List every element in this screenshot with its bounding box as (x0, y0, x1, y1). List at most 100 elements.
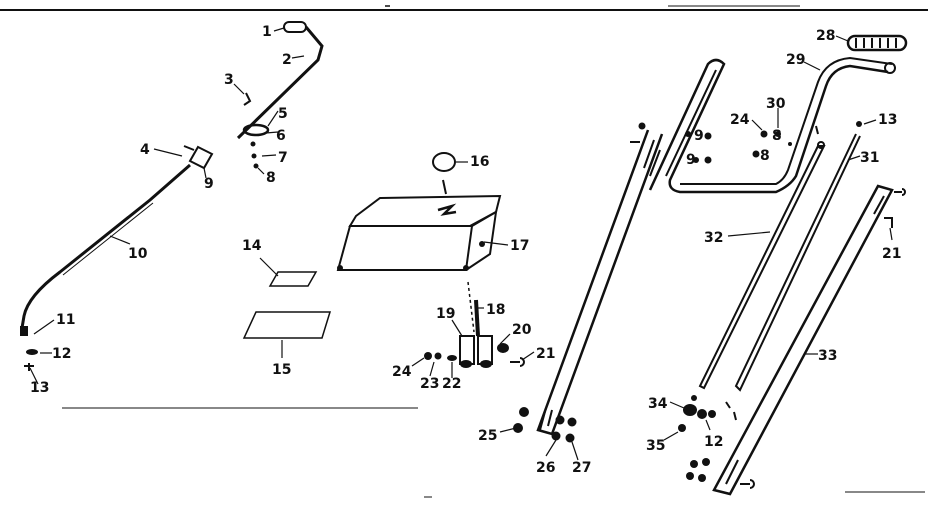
decal-14 (268, 271, 318, 287)
bracket-foot (480, 360, 492, 368)
pin (733, 411, 737, 421)
panel-screw (463, 265, 469, 271)
bracket-33 (712, 184, 894, 496)
callout-12-right: 12 (704, 434, 723, 450)
cable-clip (24, 363, 34, 371)
handle-slot-lower (539, 407, 553, 431)
callout-22: 22 (442, 376, 461, 392)
washer-24 (424, 352, 432, 360)
nut-22 (447, 355, 457, 361)
control-cable-assembly (20, 21, 324, 371)
pin (725, 401, 731, 409)
rod-end (817, 141, 825, 149)
nut (698, 474, 706, 482)
callout-2: 2 (282, 52, 292, 68)
handle-slot (643, 139, 661, 177)
callout-11: 11 (56, 312, 75, 328)
bracket-foot (460, 360, 472, 368)
cable-nut (26, 349, 38, 355)
washer-27 (567, 417, 577, 427)
bracket-19 (459, 335, 475, 365)
callout-28: 28 (816, 28, 835, 44)
switch-rod-18 (474, 299, 480, 337)
callout-7: 7 (278, 150, 288, 166)
callout-5: 5 (278, 106, 288, 122)
callout-26: 26 (536, 460, 555, 476)
switch-bracket-assembly (424, 281, 525, 368)
callout-34: 34 (648, 396, 668, 412)
washer (708, 410, 716, 418)
callout-25: 25 (478, 428, 497, 444)
callout-21-center: 21 (536, 346, 555, 362)
callout-35: 35 (646, 438, 665, 454)
knob-shaft (442, 179, 447, 195)
cable-knob (283, 21, 307, 33)
screw-21 (510, 357, 525, 367)
leader-lines (29, 27, 893, 461)
bracket-part (242, 123, 270, 137)
handle-bolt (685, 131, 691, 137)
handle-rods (678, 121, 906, 496)
panel-slot (437, 203, 457, 216)
lower-handle (513, 122, 664, 443)
callout-24-handle: 24 (730, 112, 750, 128)
mark-8b: 8 (760, 148, 770, 164)
mark-9a: 9 (694, 128, 704, 144)
callout-17: 17 (510, 238, 529, 254)
washer-26 (555, 415, 565, 425)
washer-24-handle (760, 130, 768, 138)
washer (251, 153, 257, 159)
lower-handle-tube (536, 129, 664, 436)
pin (815, 125, 819, 135)
rod-32 (698, 145, 826, 390)
nut (702, 458, 710, 466)
callout-23: 23 (420, 376, 439, 392)
panel-screw (479, 241, 485, 247)
callout-13-left: 13 (30, 380, 49, 396)
panel-face (336, 225, 474, 271)
control-cable-shadow (62, 202, 154, 276)
callout-31: 31 (860, 150, 879, 166)
callout-4: 4 (140, 142, 150, 158)
callout-6: 6 (276, 128, 286, 144)
nut-35 (678, 424, 686, 432)
upper-handle-tube-outer (648, 58, 889, 194)
callout-14: 14 (242, 238, 262, 254)
callout-33: 33 (818, 348, 837, 364)
upper-handle-tube-inner (665, 56, 893, 185)
callout-18: 18 (486, 302, 505, 318)
mark-9b: 9 (686, 152, 696, 168)
control-cable (20, 163, 191, 329)
panel-screw (337, 265, 343, 271)
handle-nut (704, 132, 712, 140)
callout-19: 19 (436, 306, 455, 322)
rod-31 (734, 133, 861, 392)
pin (183, 145, 195, 151)
handle-grip-28 (846, 34, 908, 52)
callout-1: 1 (262, 24, 272, 40)
callout-24-center: 24 (392, 364, 412, 380)
control-knob-16 (432, 152, 456, 172)
nut-34 (683, 404, 697, 416)
control-panel-17 (336, 194, 502, 271)
callout-15: 15 (272, 362, 291, 378)
callout-20: 20 (512, 322, 532, 338)
washer-12 (697, 409, 707, 419)
bolt (638, 122, 646, 130)
bracket-slot (873, 195, 885, 215)
mark-8a: 8 (772, 128, 782, 144)
washer-23 (434, 352, 442, 360)
control-rod (236, 26, 324, 140)
panel-side (465, 210, 498, 271)
handle-nut (513, 423, 523, 433)
screw-21 (884, 217, 893, 228)
handle-bolt (693, 157, 699, 163)
assembly-line (467, 281, 475, 333)
grip-body (846, 34, 908, 52)
callout-21-right: 21 (882, 246, 901, 262)
upper-handle (648, 34, 908, 194)
washer (551, 431, 561, 441)
callout-13-right: 13 (878, 112, 897, 128)
nut-20 (497, 343, 509, 353)
